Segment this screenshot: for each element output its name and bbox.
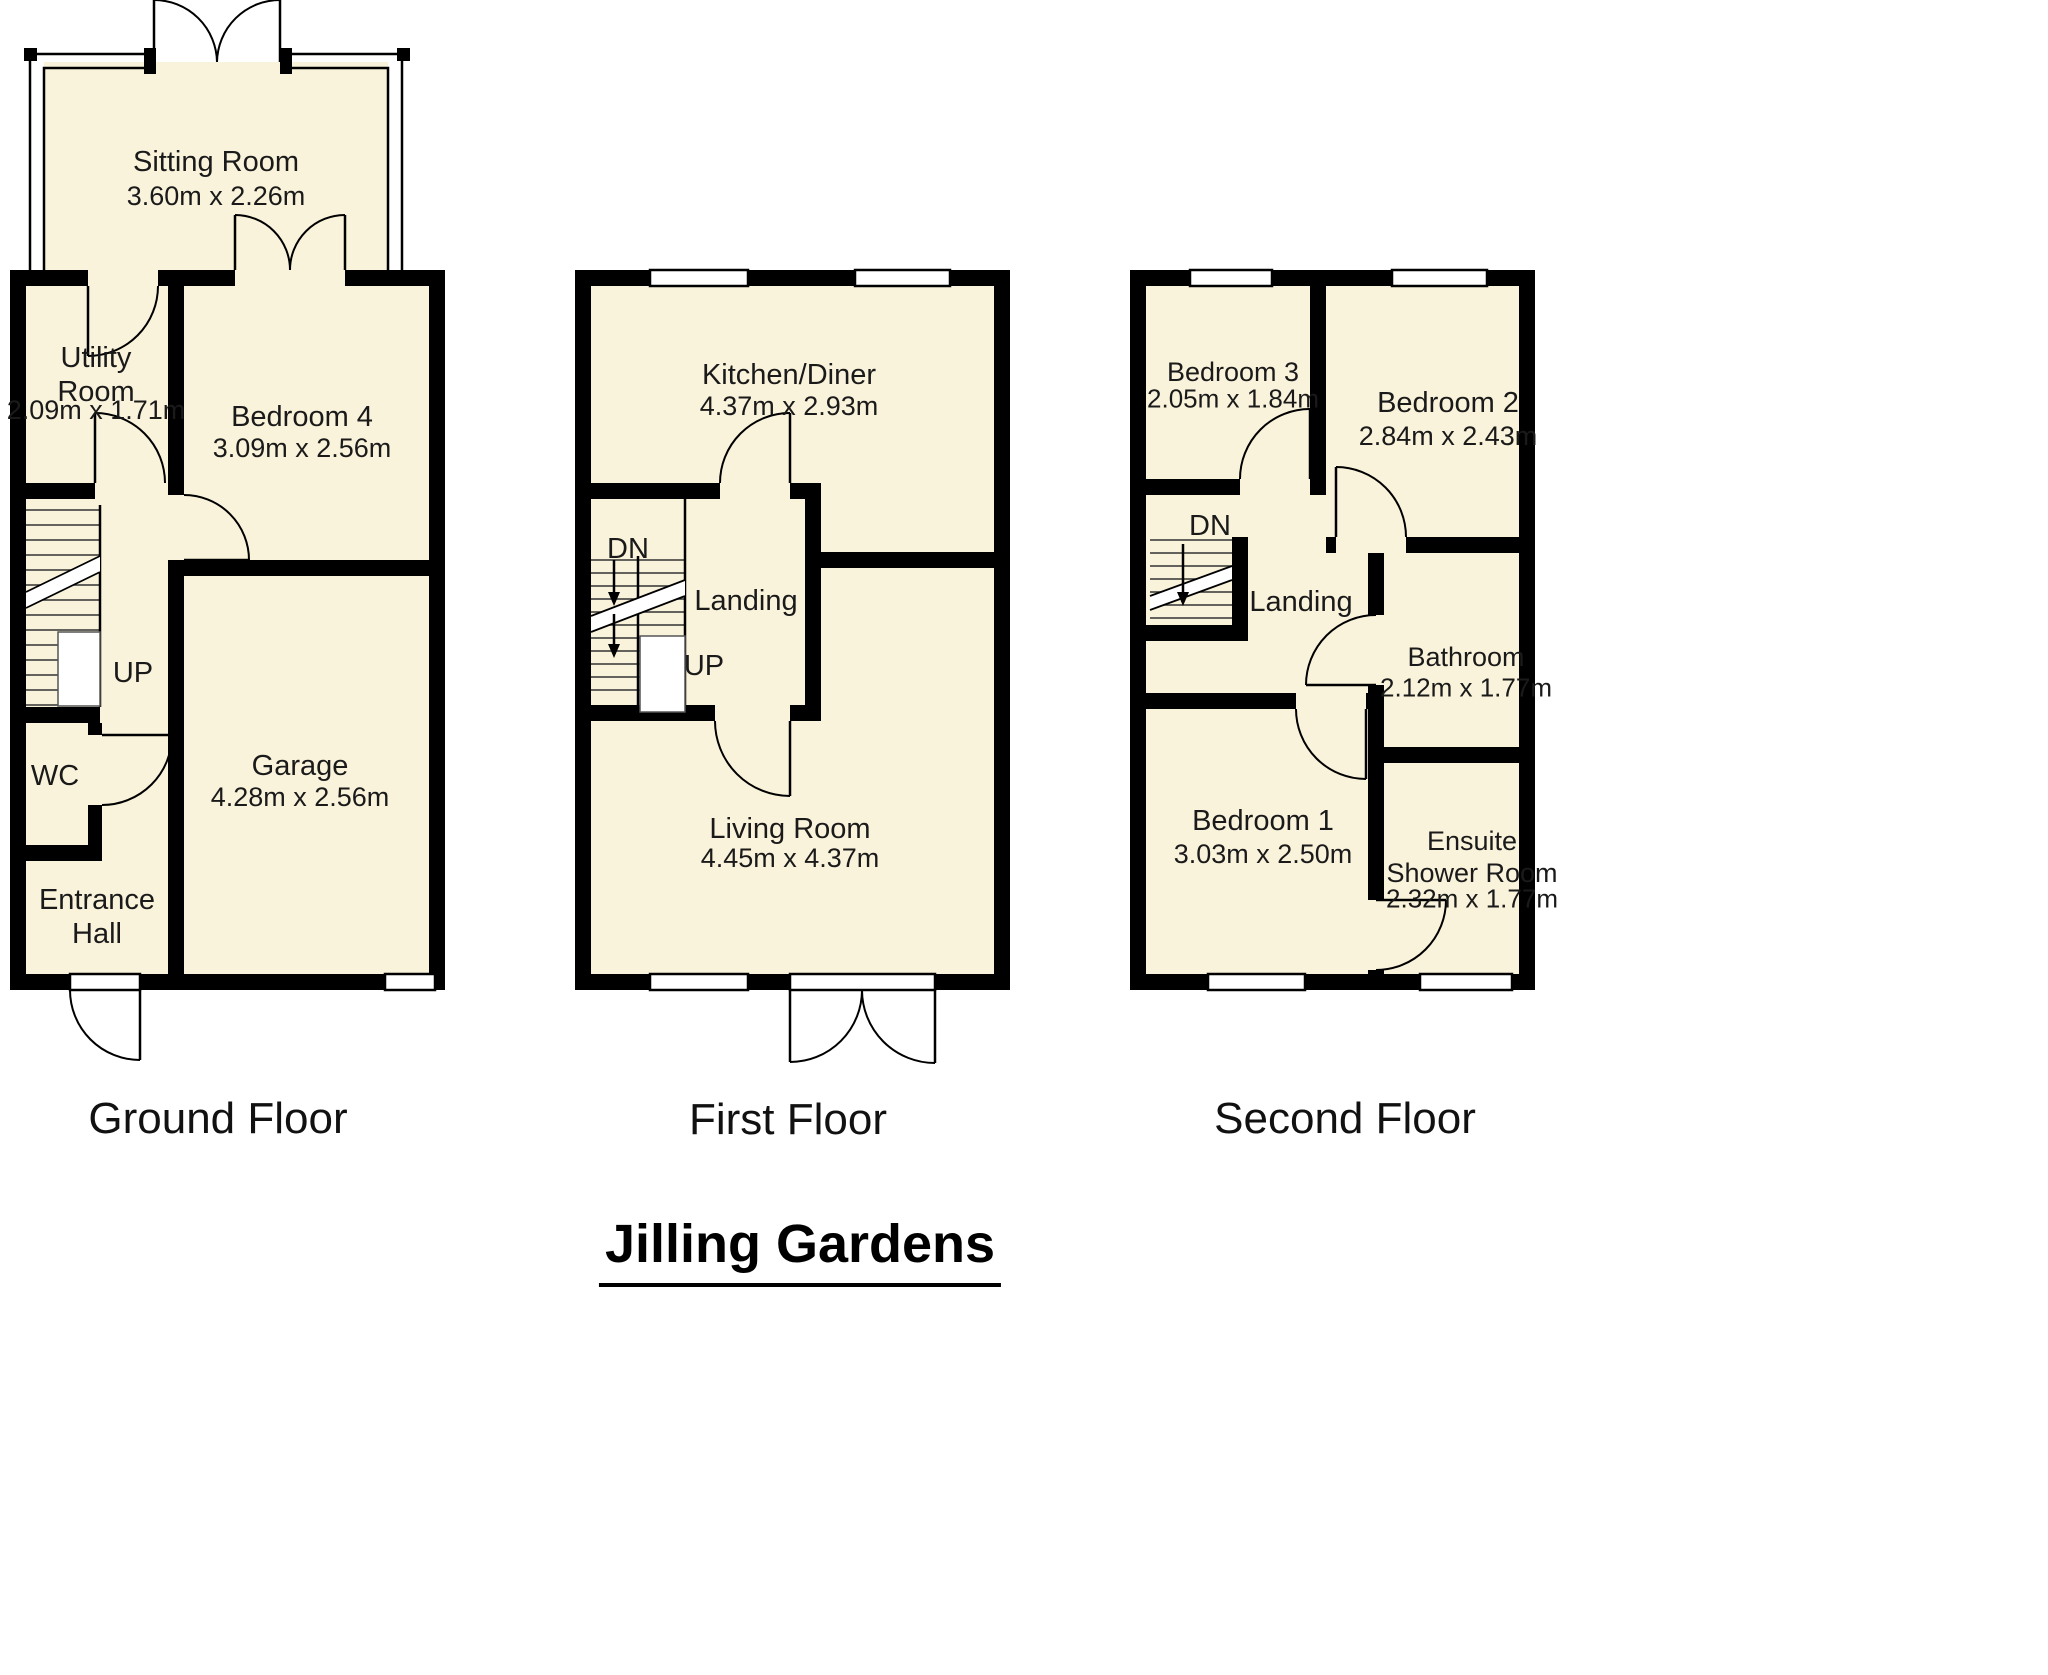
second-walls	[1130, 270, 1535, 990]
plan-title: Jilling Gardens	[598, 1213, 1002, 1287]
ground-floor-plan	[10, 0, 445, 1061]
stair-direction-down-second: DN	[1189, 509, 1231, 542]
floor-label-first: First Floor	[689, 1095, 887, 1144]
room-label-bedroom-1: Bedroom 1	[1192, 804, 1334, 837]
room-dims-bedroom-3: 2.05m x 1.84m	[1147, 383, 1319, 414]
room-label-landing-first: Landing	[694, 584, 798, 617]
second-windows	[1188, 268, 1514, 992]
room-label-bedroom-4: Bedroom 4	[231, 400, 373, 433]
room-dims-sitting-room: 3.60m x 2.26m	[126, 181, 306, 212]
second-stairs	[1149, 539, 1233, 619]
stair-direction-down-first: DN	[607, 532, 649, 565]
room-label-garage: Garage	[251, 749, 349, 782]
floor-label-second: Second Floor	[1214, 1094, 1476, 1143]
room-dims-bathroom: 2.12m x 1.77m	[1380, 672, 1552, 703]
room-dims-bedroom-1: 3.03m x 2.50m	[1173, 839, 1353, 870]
ground-stairs	[25, 505, 102, 707]
sitting-room-bay-window	[24, 48, 410, 272]
second-doors	[1239, 408, 1447, 971]
room-label-utility-room: Utility Room	[57, 341, 135, 408]
room-dims-bedroom-2: 2.84m x 2.43m	[1358, 421, 1538, 452]
room-dims-utility-room: 2.09m x 1.71m	[6, 395, 186, 426]
room-label-landing-second: Landing	[1249, 585, 1353, 618]
room-dims-garage: 4.28m x 2.56m	[210, 782, 390, 813]
room-label-bathroom: Bathroom	[1407, 642, 1525, 673]
floor-label-ground: Ground Floor	[88, 1094, 348, 1143]
first-stairs	[590, 499, 687, 713]
first-floor-plan	[575, 268, 1010, 1064]
room-dims-bedroom-4: 3.09m x 2.56m	[212, 433, 392, 464]
room-label-wc: WC	[30, 759, 80, 792]
room-dims-living-room: 4.45m x 4.37m	[700, 843, 880, 874]
ground-walls	[10, 270, 445, 990]
stair-direction-up-first: UP	[683, 649, 725, 682]
room-dims-kitchen-diner: 4.37m x 2.93m	[699, 391, 879, 422]
stair-direction-up-ground: UP	[112, 656, 154, 689]
room-dims-ensuite-shower-room: 2.32m x 1.77m	[1386, 883, 1558, 914]
first-walls	[575, 270, 1010, 990]
ground-doors	[69, 0, 347, 1061]
room-label-bedroom-3: Bedroom 3	[1166, 357, 1300, 388]
room-label-bedroom-2: Bedroom 2	[1377, 386, 1519, 419]
second-floor-plan	[1130, 268, 1535, 992]
first-windows	[648, 268, 952, 992]
room-label-ensuite-shower-room: Ensuite Shower Room	[1386, 826, 1558, 888]
ground-windows	[68, 972, 437, 992]
first-doors	[714, 412, 937, 1064]
room-label-kitchen-diner: Kitchen/Diner	[701, 358, 877, 391]
first-room-fills	[575, 270, 1010, 990]
room-label-living-room: Living Room	[709, 812, 871, 845]
room-label-sitting-room: Sitting Room	[132, 145, 300, 178]
room-label-entrance-hall: Entrance Hall	[38, 883, 156, 950]
